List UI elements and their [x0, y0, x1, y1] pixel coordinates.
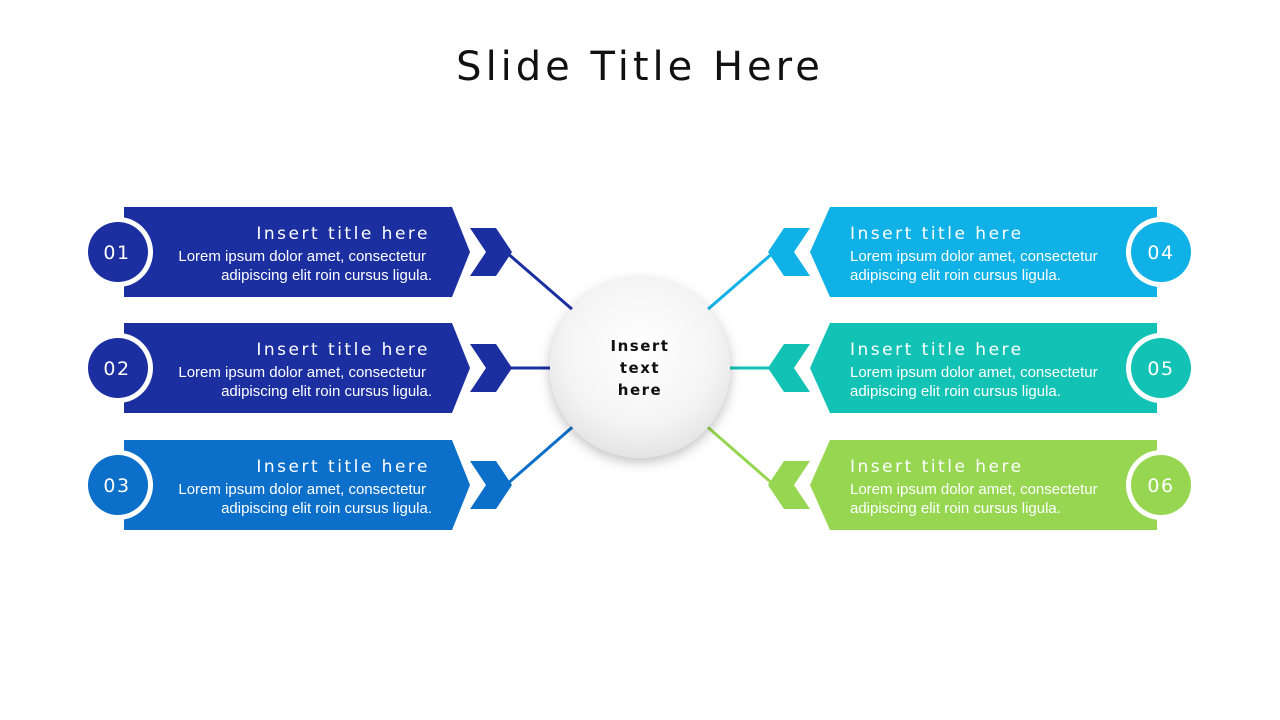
chevron-left-icon	[780, 228, 810, 276]
item-title: Insert title here	[850, 340, 1024, 360]
center-text-line-1: Insert	[611, 337, 670, 355]
chevron-left-icon	[768, 461, 798, 509]
chevron-right-icon	[482, 461, 512, 509]
item-title: Insert title here	[256, 340, 430, 360]
item-title: Insert title here	[850, 224, 1024, 244]
item-desc-line-1: Lorem ipsum dolor amet, consectetur	[178, 248, 426, 265]
number-badge	[1131, 222, 1191, 282]
connector-line	[505, 426, 574, 487]
card-banner	[810, 207, 1157, 297]
item-number: 06	[1147, 475, 1174, 497]
item-number: 05	[1147, 358, 1174, 380]
number-badge	[1131, 455, 1191, 515]
card-banner	[124, 323, 470, 413]
item-number: 03	[103, 475, 130, 497]
item-desc-line-1: Lorem ipsum dolor amet, consectetur	[850, 481, 1098, 498]
chevron-right-icon	[482, 228, 512, 276]
item-desc-line-2: adipiscing elit roin cursus ligula.	[850, 267, 1061, 284]
connector-line	[707, 250, 775, 311]
item-desc-line-2: adipiscing elit roin cursus ligula.	[850, 383, 1061, 400]
item-desc-line-1: Lorem ipsum dolor amet, consectetur	[850, 364, 1098, 381]
item-title: Insert title here	[850, 457, 1024, 477]
item-title: Insert title here	[256, 224, 430, 244]
number-badge	[88, 222, 148, 282]
item-title: Insert title here	[256, 457, 430, 477]
card-banner	[124, 440, 470, 530]
chevron-right-icon	[482, 344, 512, 392]
chevron-left-icon	[768, 344, 798, 392]
chevron-left-icon	[780, 461, 810, 509]
connector-line	[505, 250, 573, 311]
number-badge	[1131, 338, 1191, 398]
item-desc-line-2: adipiscing elit roin cursus ligula.	[850, 500, 1061, 517]
item-desc-line-1: Lorem ipsum dolor amet, consectetur	[178, 364, 426, 381]
card-banner	[810, 323, 1157, 413]
chevron-right-icon	[470, 228, 500, 276]
item-desc-line-1: Lorem ipsum dolor amet, consectetur	[178, 481, 426, 498]
item-desc-line-2: adipiscing elit roin cursus ligula.	[221, 383, 432, 400]
center-text-line-3: here	[618, 381, 662, 399]
chevron-right-icon	[470, 461, 500, 509]
chevron-right-icon	[470, 344, 500, 392]
slide-title: Slide Title Here	[456, 44, 824, 90]
chevron-left-icon	[768, 228, 798, 276]
item-desc-line-1: Lorem ipsum dolor amet, consectetur	[850, 248, 1098, 265]
card-banner	[810, 440, 1157, 530]
item-number: 01	[103, 242, 130, 264]
number-badge	[88, 455, 148, 515]
center-text-line-2: text	[620, 359, 660, 377]
center-hub: Insert text here	[550, 278, 730, 458]
card-banner	[124, 207, 470, 297]
chevron-left-icon	[780, 344, 810, 392]
item-number: 02	[103, 358, 130, 380]
item-number: 04	[1147, 242, 1174, 264]
item-desc-line-2: adipiscing elit roin cursus ligula.	[221, 267, 432, 284]
number-badge	[88, 338, 148, 398]
center-circle	[550, 278, 730, 458]
item-desc-line-2: adipiscing elit roin cursus ligula.	[221, 500, 432, 517]
connector-line	[706, 426, 775, 487]
